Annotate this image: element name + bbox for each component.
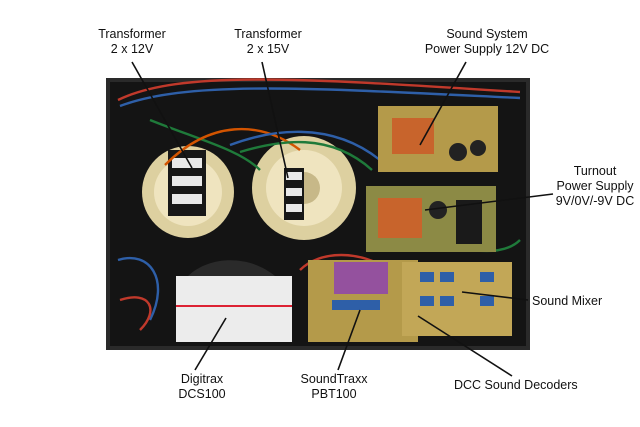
digitrax-label: Digitrax DCS100 (154, 372, 250, 402)
sound-system-psu-line1: Sound System (446, 27, 528, 41)
decoders-line1: DCC Sound Decoders (454, 378, 578, 392)
toroid-transformer-15v (252, 136, 356, 240)
transformer-15v-label: Transformer 2 x 15V (220, 27, 316, 57)
sound-system-psu-label: Sound System Power Supply 12V DC (412, 27, 562, 57)
digitrax-line2: DCS100 (178, 387, 226, 401)
turnout-psu-line2: Power Supply (556, 179, 634, 193)
transformer-12v-line1: Transformer (98, 27, 166, 41)
transformer-15v-line2: 2 x 15V (246, 42, 290, 56)
soundtraxx-line1: SoundTraxx (300, 372, 368, 386)
digitrax-line1: Digitrax (180, 372, 224, 386)
turnout-psu-line1: Turnout (573, 164, 617, 178)
decoders-label: DCC Sound Decoders (454, 378, 594, 393)
callout-lines (131, 61, 554, 377)
transformer-12v-line2: 2 x 12V (110, 42, 154, 56)
sound-mixer-label: Sound Mixer (532, 294, 622, 309)
turnout-psu-line3: 9V/0V/-9V DC (555, 194, 635, 208)
turnout-psu-board (366, 186, 496, 252)
transformer-15v-line1: Transformer (234, 27, 302, 41)
transformer-12v-label: Transformer 2 x 12V (84, 27, 180, 57)
digitrax-dcs100-unit (176, 260, 292, 342)
toroid-transformer-12v (142, 146, 234, 238)
sound-mixer-line1: Sound Mixer (532, 294, 603, 308)
turnout-psu-label: Turnout Power Supply 9V/0V/-9V DC (552, 164, 638, 209)
soundtraxx-label: SoundTraxx PBT100 (286, 372, 382, 402)
sound-system-psu-line2: Power Supply 12V DC (424, 42, 550, 56)
sound-decoder-board (308, 260, 418, 342)
sound-mixer-board (402, 262, 512, 336)
soundtraxx-line2: PBT100 (311, 387, 357, 401)
sound-system-psu-board (378, 106, 498, 172)
